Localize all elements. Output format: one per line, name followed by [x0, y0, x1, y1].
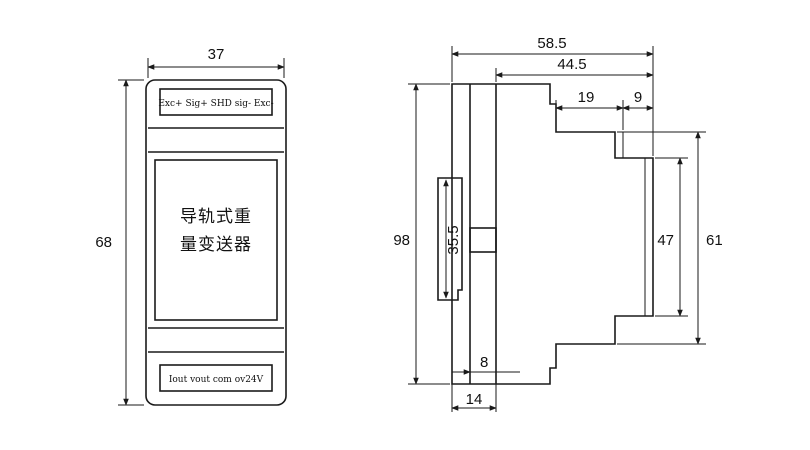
dim-8-text: 8	[480, 354, 488, 371]
dim-61-text: 61	[706, 232, 723, 249]
dim-19-text: 19	[578, 89, 595, 106]
din-rail-clip	[469, 227, 497, 253]
rail-slot	[437, 177, 463, 301]
panel-title-line1: 导轨式重	[180, 207, 252, 227]
dim-37-text: 37	[208, 46, 225, 63]
front-housing-outline	[145, 79, 287, 406]
top-terminal-label-box	[159, 88, 273, 116]
side-body-outline	[451, 83, 654, 385]
bottom-terminal-label: Iout vout com ov24V	[169, 375, 264, 385]
dim-14-text: 14	[466, 391, 483, 408]
dim-47-text: 47	[657, 232, 674, 249]
front-display-panel	[154, 159, 278, 321]
dim-68-text: 68	[95, 234, 112, 251]
dim-44-5-text: 44.5	[557, 56, 586, 73]
side-view: 35.5 58.5 44.5 19 9 98 47 61	[393, 35, 723, 412]
dim-35-5-text: 35.5	[445, 225, 462, 254]
dim-58-5-text: 58.5	[537, 35, 566, 52]
dim-9-text: 9	[634, 89, 642, 106]
dim-98-text: 98	[393, 232, 410, 249]
panel-title-line2: 量变送器	[180, 235, 252, 255]
front-view: Exc+ Sig+ SHD sig- Exc- 导轨式重 量变送器 Iout v…	[95, 46, 287, 406]
bottom-terminal-label-box	[159, 364, 273, 392]
top-terminal-label: Exc+ Sig+ SHD sig- Exc-	[158, 99, 273, 109]
